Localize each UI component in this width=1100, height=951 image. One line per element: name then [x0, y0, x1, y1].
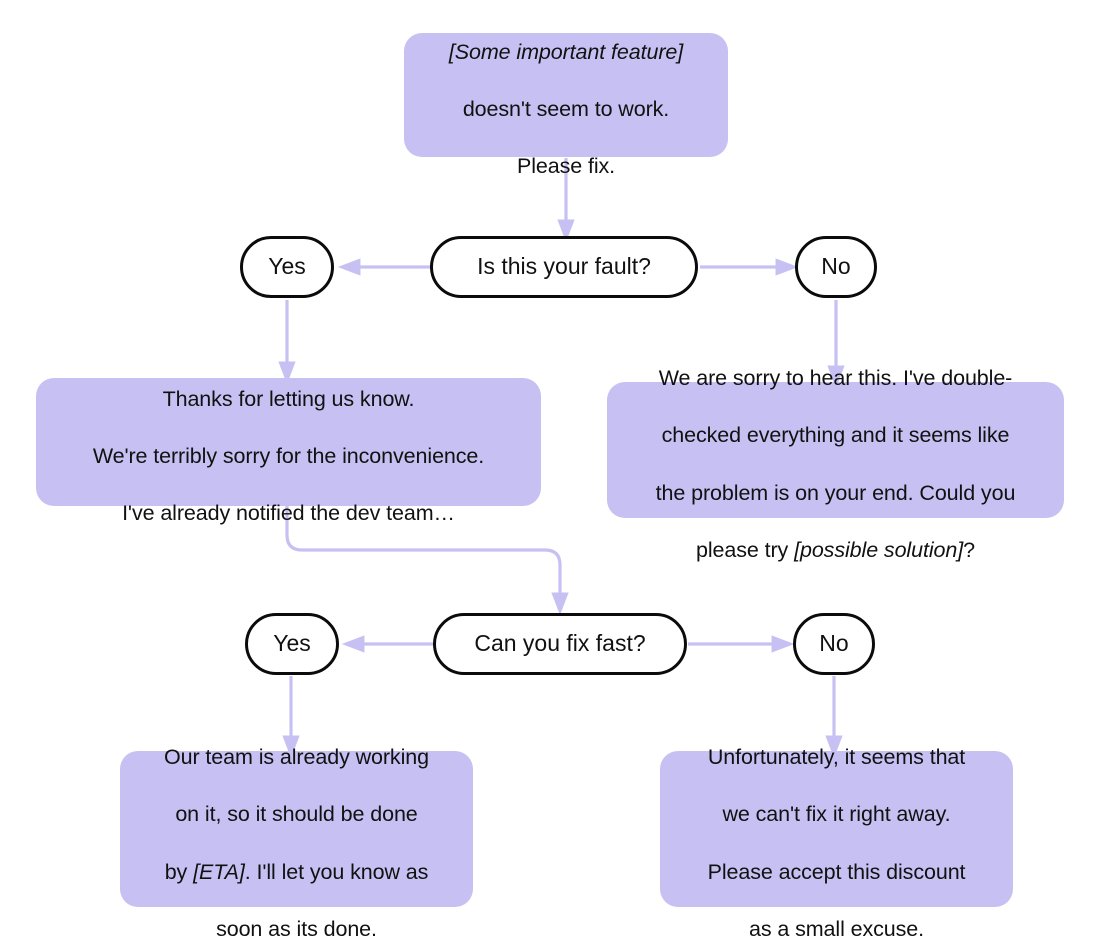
eta-line-2: on it, so it should be done [175, 802, 418, 827]
your-end-line-3: the problem is on your end. Could you [655, 480, 1016, 505]
complaint-line-3: Please fix. [516, 154, 616, 179]
decision-is-this-your-fault-label: Is this your fault? [477, 253, 651, 280]
apology-line-1: Thanks for letting us know. [162, 386, 415, 411]
eta-line-4: soon as its done. [216, 916, 377, 941]
message-box-apology: Thanks for letting us know. We're terrib… [36, 378, 541, 525]
answer-fix-no[interactable]: No [793, 613, 875, 675]
answer-fault-no[interactable]: No [795, 236, 877, 298]
your-end-italic-placeholder: [possible solution] [794, 537, 964, 562]
answer-fault-yes-label: Yes [268, 253, 306, 280]
discount-line-4: as a small excuse. [748, 916, 925, 941]
answer-fix-yes[interactable]: Yes [245, 613, 339, 675]
discount-line-3: Please accept this discount [707, 859, 966, 884]
eta-line-3-prefix: by [164, 859, 194, 884]
your-end-line-4-suffix: ? [963, 537, 975, 562]
eta-line-3-suffix: . I'll let you know as [244, 859, 429, 884]
answer-fault-yes[interactable]: Yes [240, 236, 334, 298]
complaint-line-2: doesn't seem to work. [462, 97, 670, 121]
message-box-your-end: We are sorry to hear this. I've double- … [607, 366, 1064, 562]
answer-fix-yes-label: Yes [273, 630, 311, 657]
decision-is-this-your-fault[interactable]: Is this your fault? [430, 236, 698, 298]
your-end-line-1: We are sorry to hear this. I've double- [658, 366, 1013, 391]
message-box-your-end-text: We are sorry to hear this. I've double- … [656, 336, 1016, 565]
message-box-complaint-text: [Some important feature] doesn't seem to… [449, 9, 683, 181]
apology-line-3: I've already notified the dev team… [122, 501, 455, 526]
message-box-complaint: [Some important feature] doesn't seem to… [404, 33, 728, 178]
eta-italic-placeholder: [ETA] [193, 859, 245, 884]
decision-can-you-fix-fast-label: Can you fix fast? [474, 630, 646, 657]
apology-line-2: We're terribly sorry for the inconvenien… [92, 444, 485, 468]
answer-fix-no-label: No [819, 630, 849, 657]
eta-line-1: Our team is already working [164, 745, 429, 770]
discount-line-2: we can't fix it right away. [722, 802, 951, 827]
your-end-line-4-prefix: please try [696, 537, 795, 562]
message-box-discount: Unfortunately, it seems that we can't fi… [660, 745, 1013, 941]
message-box-eta-text: Our team is already working on it, so it… [164, 715, 429, 944]
answer-fault-no-label: No [821, 253, 851, 280]
message-box-eta: Our team is already working on it, so it… [120, 745, 473, 941]
discount-line-1: Unfortunately, it seems that [707, 745, 966, 770]
complaint-italic-placeholder: [Some important feature] [448, 39, 684, 64]
your-end-line-2: checked everything and it seems like [661, 423, 1010, 448]
message-box-apology-text: Thanks for letting us know. We're terrib… [93, 356, 484, 528]
message-box-discount-text: Unfortunately, it seems that we can't fi… [708, 715, 966, 944]
decision-can-you-fix-fast[interactable]: Can you fix fast? [433, 613, 687, 675]
